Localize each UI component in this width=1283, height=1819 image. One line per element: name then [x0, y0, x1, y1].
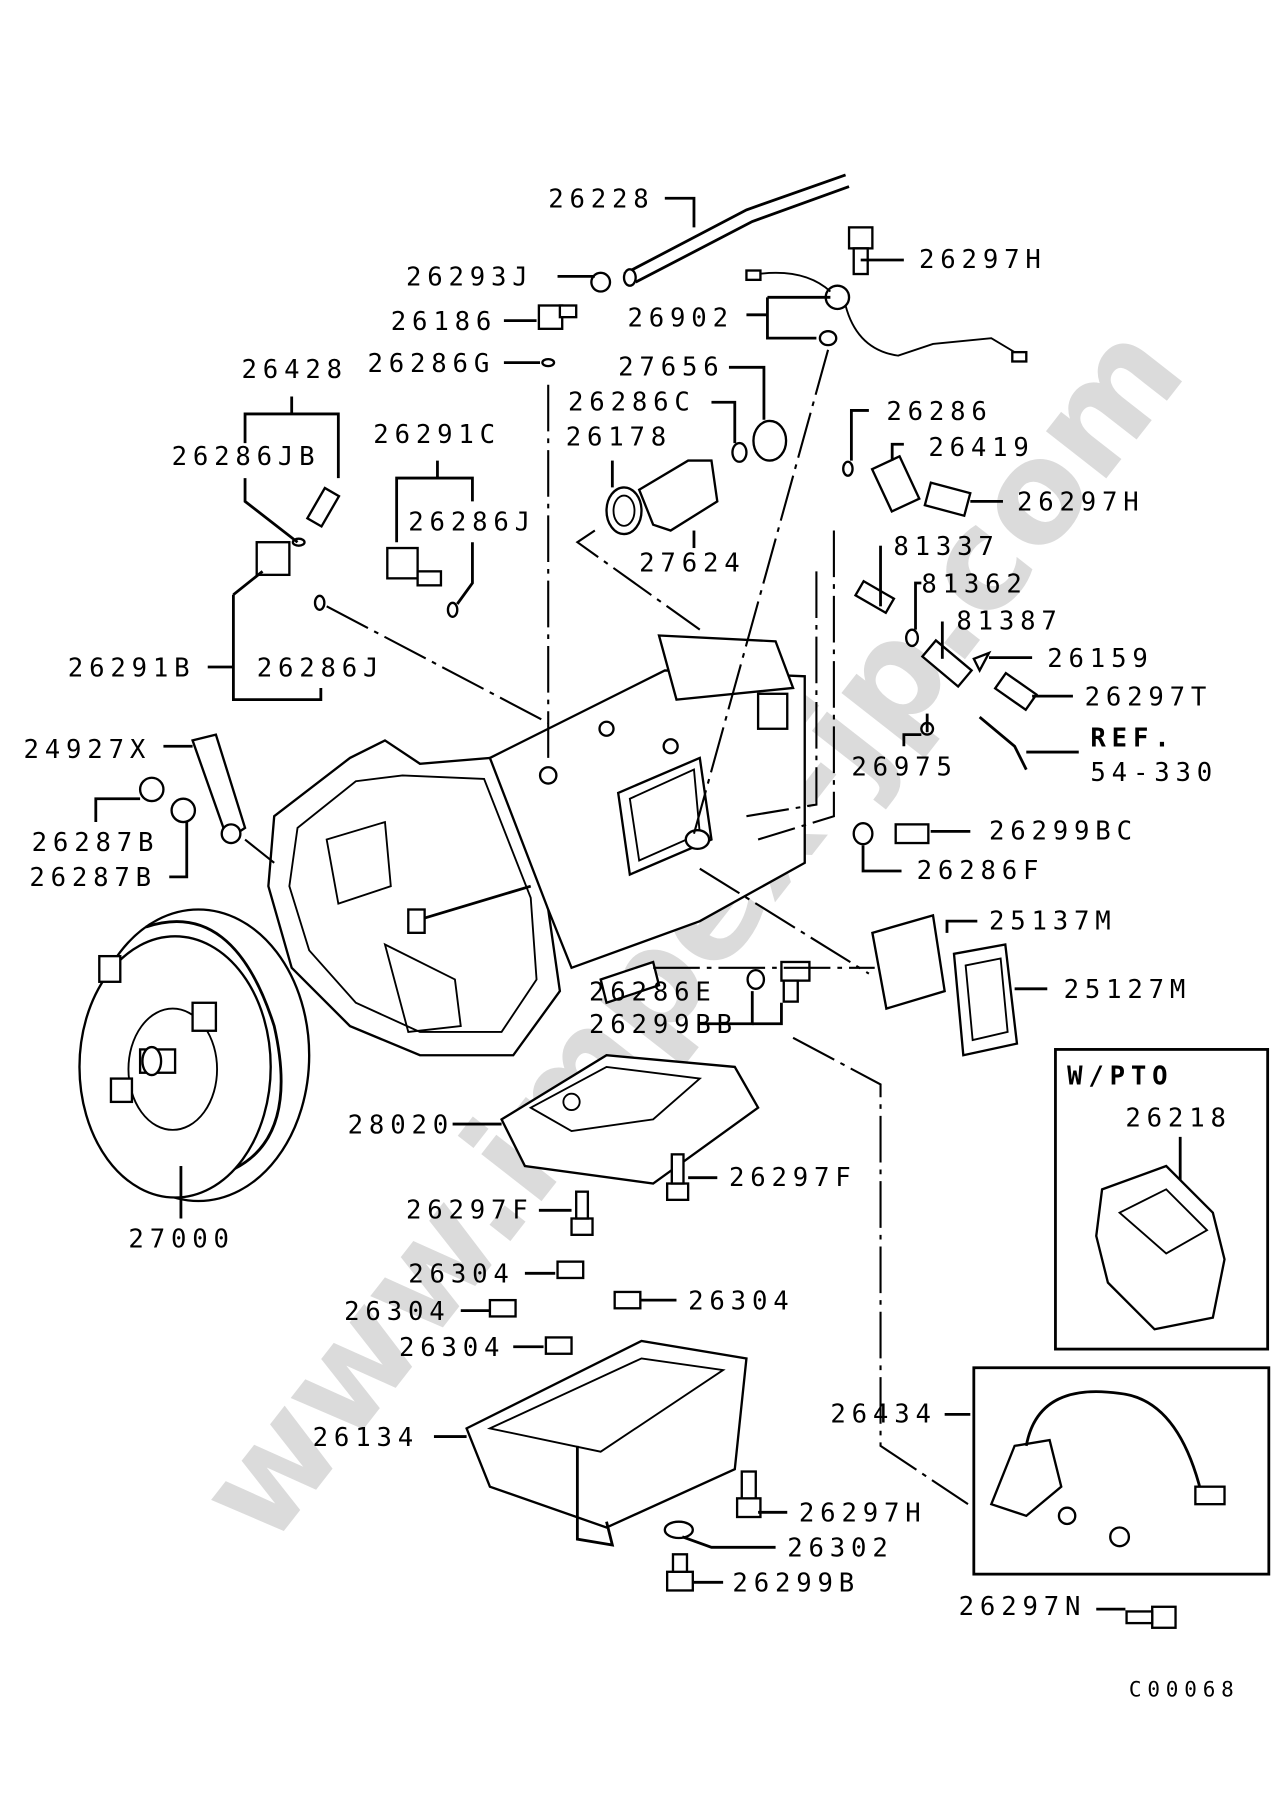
part-label: 81362	[921, 569, 1027, 599]
part-label: 27656	[618, 352, 724, 382]
part-label: 24927X	[24, 735, 152, 765]
part-label: 26299BB	[589, 1010, 738, 1040]
part-label: 26434	[830, 1400, 936, 1430]
oil-pan-drawing	[465, 1339, 748, 1547]
part-label: 28020	[348, 1110, 454, 1140]
part-label: 26286G	[367, 349, 495, 379]
part-label: 81337	[893, 532, 999, 562]
part-label: 27000	[128, 1225, 234, 1255]
part-label: 26178	[566, 422, 672, 452]
part-label: 26299BC	[989, 817, 1138, 847]
part-label: 26293J	[406, 263, 534, 293]
part-label: 26134	[313, 1423, 419, 1453]
part-label: 26286F	[917, 856, 1045, 886]
inset-pto: W/PTO 26218	[1054, 1048, 1270, 1351]
part-label: 26286JB	[172, 442, 321, 472]
part-label: 26286	[886, 397, 992, 427]
part-label: 26297H	[799, 1499, 927, 1529]
leader-lines	[94, 196, 1126, 1611]
part-label: 26304	[344, 1297, 450, 1327]
part-label: 25127M	[1064, 975, 1192, 1005]
part-label: 81387	[956, 607, 1062, 637]
part-label: 26291B	[68, 653, 196, 683]
part-label: 26291C	[373, 420, 501, 450]
torque-converter-drawing	[78, 908, 311, 1203]
part-label: 26297T	[1085, 682, 1213, 712]
part-label: 26299B	[732, 1569, 860, 1599]
part-label: 26297H	[919, 245, 1047, 275]
reference-label: REF.	[1090, 723, 1175, 753]
transmission-case-drawing	[267, 634, 806, 1057]
part-label: 26297N	[959, 1592, 1087, 1622]
inset-harness	[972, 1366, 1271, 1576]
oil-strainer-drawing	[500, 1054, 760, 1185]
part-label: 25137M	[989, 906, 1117, 936]
part-labels: 26228 26293J 26186 26286G 26428 26286JB …	[24, 185, 1240, 1702]
diagram-code: C00068	[1129, 1678, 1240, 1702]
part-label: 26286C	[568, 387, 696, 417]
part-label: 26304	[399, 1333, 505, 1363]
part-label: 26419	[928, 433, 1034, 463]
part-label: 26297F	[729, 1163, 857, 1193]
part-label: 26302	[787, 1534, 893, 1564]
part-label: 26304	[408, 1260, 514, 1290]
part-label: 26975	[851, 752, 957, 782]
part-label: 26287B	[29, 863, 157, 893]
part-label: 27624	[639, 548, 745, 578]
part-label: 26287B	[32, 828, 160, 858]
alignment-lines	[244, 349, 969, 1506]
part-label: 26159	[1047, 644, 1153, 674]
part-label: 26304	[688, 1286, 794, 1316]
part-label-26218: 26218	[1125, 1103, 1231, 1133]
part-label: 26297F	[406, 1195, 534, 1225]
reference-value: 54-330	[1090, 758, 1218, 788]
small-parts-drawing	[138, 173, 1177, 1629]
part-label: 26286E	[589, 977, 717, 1007]
part-label: 26228	[548, 185, 654, 215]
part-label: 26286J	[257, 653, 385, 683]
inset-pto-title: W/PTO	[1067, 1061, 1173, 1091]
part-label: 26186	[391, 307, 497, 337]
part-label: 26286J	[408, 508, 536, 538]
part-label: 26297H	[1017, 488, 1145, 518]
part-label: 26902	[628, 303, 734, 333]
part-label: 26428	[242, 355, 348, 385]
